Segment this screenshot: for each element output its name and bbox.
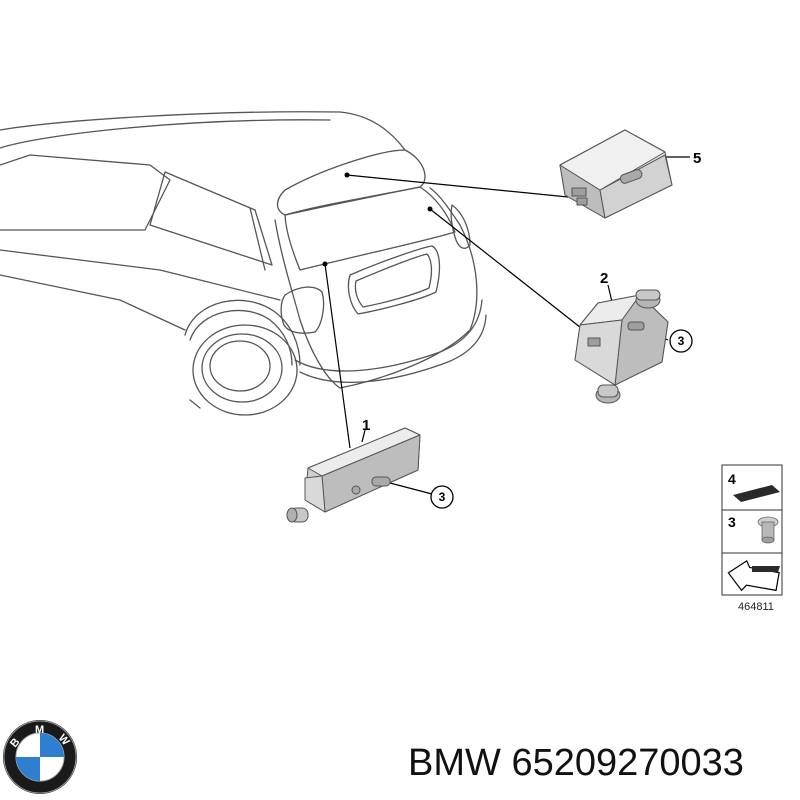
logo-letter-m: M [35,724,44,736]
legend-item-3-number: 3 [728,514,736,530]
callout-part-1: 1 [362,417,370,434]
car-outline [0,111,487,416]
part-2-amplifier[interactable] [574,289,669,404]
leader-dots [322,172,433,267]
parts-legend: 4 3 [721,464,783,596]
callout-part-2: 2 [600,270,608,287]
part-5-module[interactable] [559,129,673,219]
callout-screw-a: 3 [678,334,685,348]
bmw-logo: B M W [3,720,77,794]
diagram-reference-number: 464811 [738,601,774,613]
leader-lines [324,156,690,495]
callout-screw-b: 3 [439,490,446,504]
legend-item-4-number: 4 [728,471,736,487]
circled-callout-screw-a: 3 [669,329,693,353]
part-1-amplifier[interactable] [286,427,421,523]
part-number: 65209270033 [511,742,744,784]
part-caption: BMW 65209270033 [408,738,793,788]
arrow-icon [727,559,780,592]
callout-part-5: 5 [693,150,701,167]
circled-callout-screw-b: 3 [430,485,454,509]
pad-icon [733,485,780,502]
screw-icon [757,516,779,544]
brand-name: BMW [408,742,501,784]
